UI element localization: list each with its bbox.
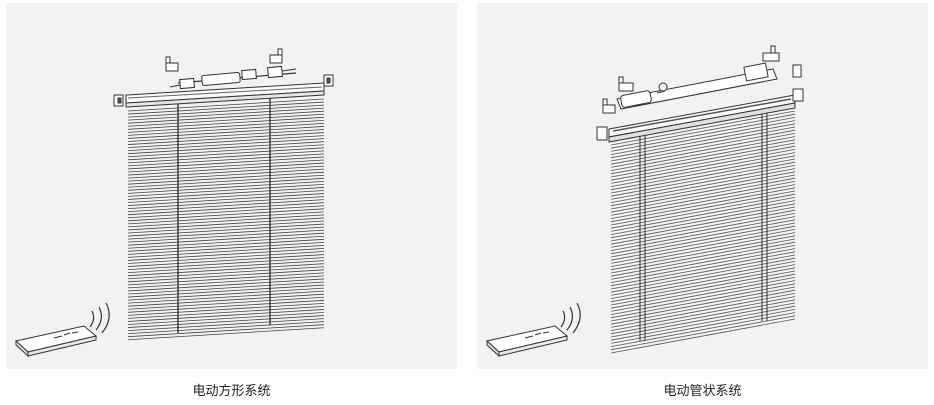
motorized-tubular-rail-blind-icon — [485, 45, 804, 358]
blind-slats — [127, 98, 325, 341]
end-caps — [113, 74, 334, 107]
ladder-cords — [177, 96, 271, 333]
mounting-brackets — [165, 48, 283, 72]
blind-slats — [610, 110, 796, 354]
end-caps — [596, 88, 804, 141]
mounting-brackets — [602, 45, 802, 114]
remote-control — [14, 325, 98, 358]
headrail — [125, 82, 325, 108]
product-caption-square-system: 电动方形系统 — [192, 384, 271, 399]
remote-control — [485, 325, 569, 358]
product-caption-tubular-system: 电动管状系统 — [663, 384, 742, 399]
product-panel-tubular-system — [477, 3, 928, 369]
signal-waves — [560, 302, 581, 334]
tubular-motor — [616, 62, 778, 110]
product-panel-square-system — [6, 3, 457, 369]
signal-waves — [89, 302, 110, 334]
motorized-square-rail-blind-icon — [14, 48, 334, 358]
ladder-cords — [639, 113, 768, 341]
headrail — [608, 94, 796, 143]
motor-assembly — [169, 65, 297, 90]
